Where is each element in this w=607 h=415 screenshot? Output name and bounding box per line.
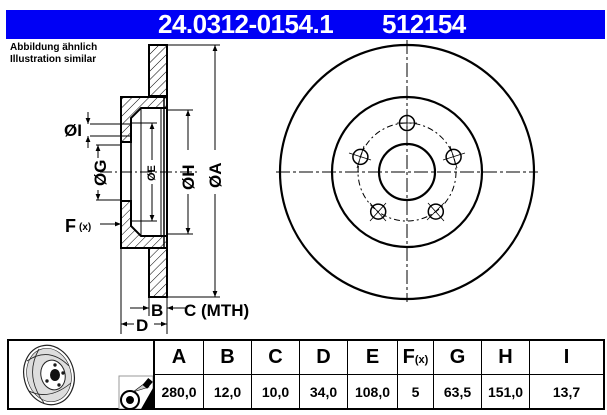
front-view <box>276 40 538 302</box>
col-header-d: D <box>299 339 348 375</box>
col-header-b: B <box>203 339 252 375</box>
dimension-labels: ØI ØG ØE ØH ØA F (x) B C (MTH) D <box>64 121 249 335</box>
caption-english: Illustration similar <box>10 54 97 65</box>
value-i: 13,7 <box>529 374 605 410</box>
label-diam-h: ØH <box>179 165 198 191</box>
value-c: 10,0 <box>251 374 300 410</box>
label-f-sub: (x) <box>79 222 91 233</box>
col-header-f-sub: (x) <box>414 354 429 366</box>
label-d: D <box>136 316 148 335</box>
brake-disc-icon <box>23 344 75 406</box>
label-diam-a: ØA <box>206 163 225 189</box>
col-header-f: F(x) <box>397 339 434 375</box>
col-header-h: H <box>481 339 530 375</box>
value-e: 108,0 <box>347 374 398 410</box>
value-a: 280,0 <box>153 374 204 410</box>
value-d: 34,0 <box>299 374 348 410</box>
label-c-mth: C (MTH) <box>184 301 249 320</box>
col-header-c: C <box>251 339 300 375</box>
illustration-caption: Abbildung ähnlich Illustration similar <box>10 42 97 66</box>
technical-drawing: ØI ØG ØE ØH ØA F (x) B C (MTH) D <box>64 40 538 335</box>
col-header-f-main: F <box>402 346 415 368</box>
value-g: 63,5 <box>433 374 482 410</box>
col-header-e: E <box>347 339 398 375</box>
col-header-g: G <box>433 339 482 375</box>
value-f: 5 <box>397 374 434 410</box>
part-number: 24.0312-0154.1 <box>158 9 334 39</box>
col-header-i: I <box>529 339 605 375</box>
paint-spray-icon <box>118 375 153 409</box>
product-image-cell <box>7 339 155 410</box>
reference-number: 512154 <box>382 9 466 39</box>
cross-section-view <box>85 44 220 334</box>
title-bar: 24.0312-0154.1 512154 <box>6 10 605 39</box>
value-b: 12,0 <box>203 374 252 410</box>
label-f: F <box>65 216 76 236</box>
caption-german: Abbildung ähnlich <box>10 42 98 53</box>
label-diam-g: ØG <box>91 160 110 186</box>
col-header-a: A <box>153 339 204 375</box>
dimensions-table: A B C D E F(x) G H I 280,0 12,0 10,0 34,… <box>7 339 605 410</box>
label-b: B <box>151 301 163 320</box>
label-diam-i: ØI <box>64 121 82 140</box>
label-diam-e: ØE <box>146 165 158 181</box>
value-h: 151,0 <box>481 374 530 410</box>
